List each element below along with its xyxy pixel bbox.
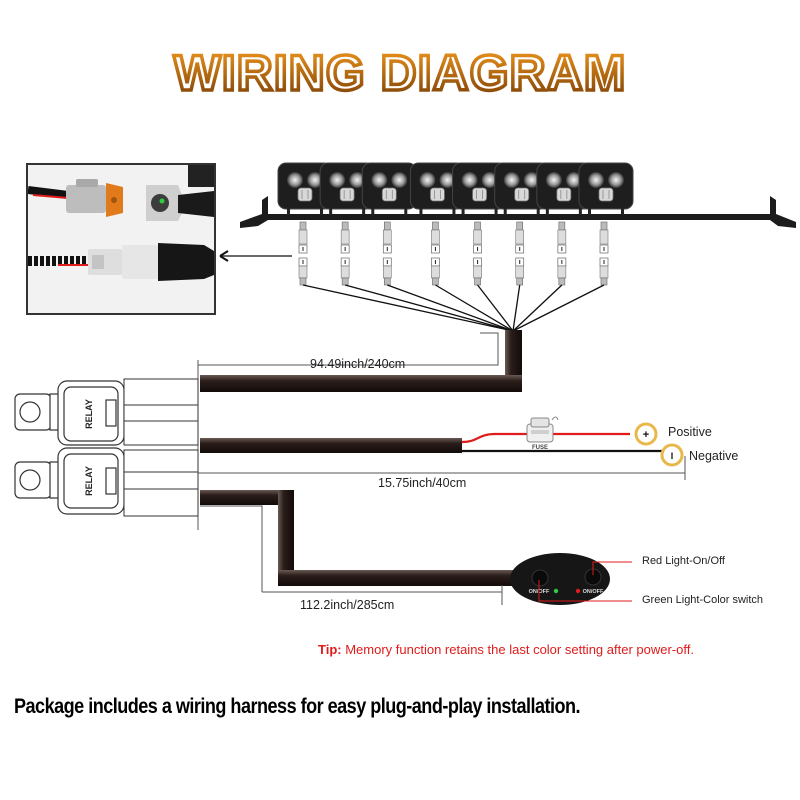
dual-switch: ON/OFF ON/OFF (510, 553, 632, 605)
fuse (526, 416, 559, 443)
fuse-label: FUSE (532, 445, 548, 451)
fan-wire (477, 284, 514, 332)
tip-text: Memory function retains the last color s… (341, 642, 694, 657)
pod-connector-icon (431, 221, 440, 286)
fan-wire (512, 284, 605, 332)
led-pod-light-icon (494, 162, 550, 215)
right-button-label: ON/OFF (583, 589, 604, 595)
main-cable-length: 94.49inch/240cm (310, 357, 406, 371)
tip-prefix: Tip: (318, 642, 342, 657)
switch-cable-length: 112.2inch/285cm (300, 598, 395, 612)
red-led-icon (575, 588, 581, 594)
arrow-to-connector-photo (219, 250, 292, 262)
relay-assembly: RELAY RELAY (14, 378, 199, 517)
pod-connector-icon (382, 221, 392, 286)
fan-wire (435, 284, 514, 332)
pod-connector-icon (557, 221, 567, 286)
deutsch-connector-photo-icon (28, 165, 214, 313)
negative-terminal-ring (660, 443, 684, 467)
battery-cable: FUSE + I (198, 416, 686, 480)
positive-symbol: + (643, 429, 649, 441)
positive-label: Positive (668, 425, 712, 439)
light-bar-bracket (240, 196, 796, 228)
pod-connector-icon (599, 221, 609, 286)
fan-wire (387, 284, 514, 332)
led-pod-light-icon (277, 162, 333, 215)
wiring-diagram-title: WIRING DIAGRAM (172, 43, 627, 103)
led-pod-light-icon (536, 162, 592, 215)
pod-connector-icon (515, 221, 525, 286)
relay-2-label: RELAY (84, 466, 94, 496)
title-text: WIRING DIAGRAM (174, 45, 627, 101)
fan-wire (512, 284, 563, 332)
fan-wire (512, 284, 521, 332)
negative-label: Negative (689, 449, 739, 463)
negative-symbol: I (671, 451, 674, 461)
led-pod-light-icon (361, 162, 417, 215)
pod-connector-icon (340, 221, 350, 286)
fan-wire (344, 284, 514, 332)
color-switch-button[interactable] (531, 569, 549, 587)
main-cable (197, 330, 522, 530)
green-led-icon (553, 588, 559, 594)
switch-cable (200, 490, 523, 605)
pod-connector-icon (298, 221, 308, 286)
arrow-left-icon (219, 250, 229, 262)
red-light-callout: Red Light-On/Off (642, 555, 725, 567)
relay-2 (14, 447, 199, 517)
relay-1 (14, 378, 199, 446)
pod-connector-icon (473, 221, 482, 286)
package-note: Package includes a wiring harness for ea… (14, 695, 581, 718)
light-bar (240, 162, 796, 286)
led-pod-light-icon (578, 162, 634, 215)
led-pod-light-icon (319, 162, 375, 215)
green-light-callout: Green Light-Color switch (642, 594, 764, 606)
tip-note: Tip: Memory function retains the last co… (318, 642, 694, 657)
fan-wires (302, 284, 605, 332)
battery-lead-length: 15.75inch/40cm (378, 476, 467, 490)
connector-photo (26, 163, 216, 315)
relay-1-label: RELAY (84, 399, 94, 429)
positive-terminal-ring (634, 422, 658, 446)
fan-wire (302, 284, 514, 332)
